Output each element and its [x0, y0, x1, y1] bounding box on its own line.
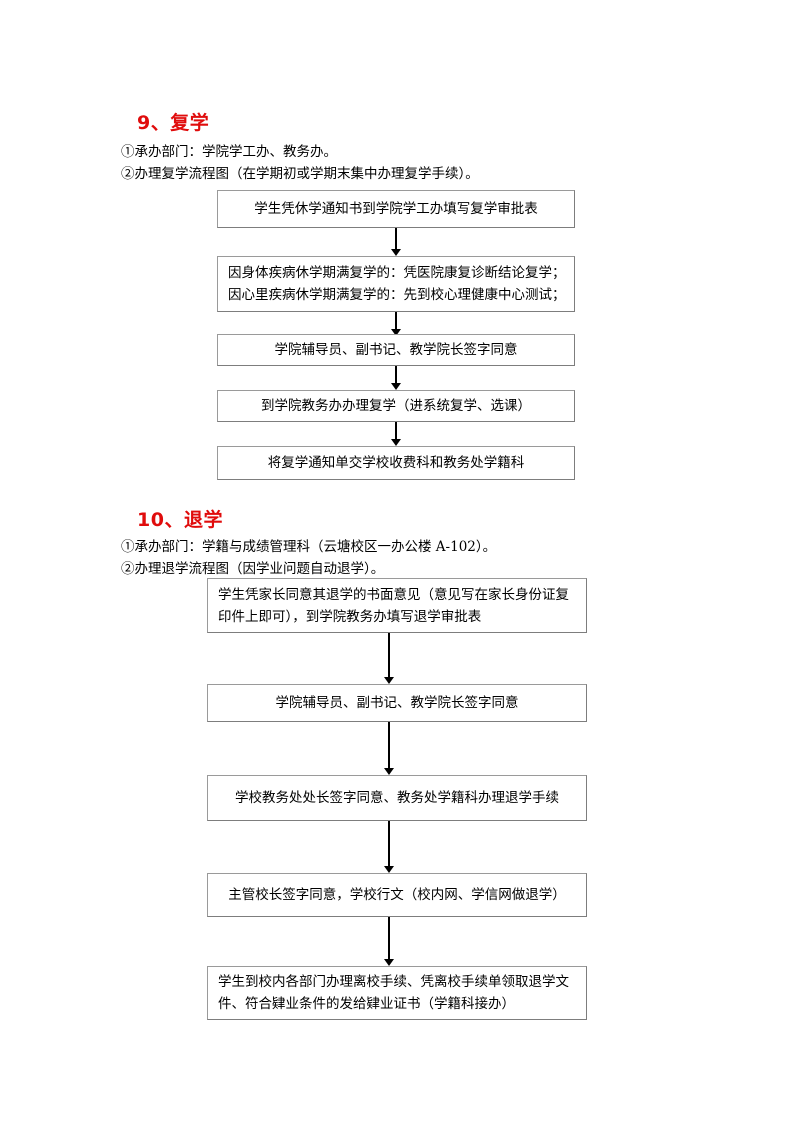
- flow-box-10-1: 学生凭家长同意其退学的书面意见（意见写在家长身份证复 印件上即可），到学院教务办…: [207, 578, 587, 633]
- connector-10-4-to-10-5: [382, 917, 396, 966]
- section-10-line-1: ①承办部门：学籍与成绩管理科（云塘校区一办公楼 A-102）。: [121, 539, 497, 555]
- connector-9-2-to-9-3: [389, 312, 403, 336]
- flow-box-10-5: 学生到校内各部门办理离校手续、凭离校手续单领取退学文 件、符合肄业条件的发给肄业…: [207, 966, 587, 1020]
- connector-10-3-to-10-4: [382, 821, 396, 873]
- connector-10-2-to-10-3: [382, 722, 396, 775]
- connector-9-3-to-9-4: [389, 366, 403, 390]
- flow-box-9-3: 学院辅导员、副书记、教学院长签字同意: [217, 334, 575, 366]
- flow-box-9-2-line-1: 因身体疾病休学期满复学的：凭医院康复诊断结论复学；: [228, 265, 566, 281]
- section-9-line-1: ①承办部门：学院学工办、教务办。: [121, 144, 337, 160]
- flow-box-9-3-line-1: 学院辅导员、副书记、教学院长签字同意: [274, 342, 518, 358]
- connector-10-1-to-10-2: [382, 633, 396, 684]
- flow-box-9-4-line-1: 到学院教务办办理复学（进系统复学、选课）: [261, 398, 531, 414]
- connector-9-4-to-9-5: [389, 422, 403, 446]
- flow-box-10-5-line-1: 学生到校内各部门办理离校手续、凭离校手续单领取退学文: [218, 974, 569, 990]
- flow-box-10-5-line-2: 件、符合肄业条件的发给肄业证书（学籍科接办）: [218, 996, 515, 1012]
- flow-box-9-5-line-1: 将复学通知单交学校收费科和教务处学籍科: [267, 455, 525, 471]
- flow-box-10-3-line-1: 学校教务处处长签字同意、教务处学籍科办理退学手续: [235, 790, 559, 806]
- flow-box-9-2-line-2: 因心里疾病休学期满复学的：先到校心理健康中心测试；: [228, 287, 566, 303]
- flow-box-9-5: 将复学通知单交学校收费科和教务处学籍科: [217, 446, 575, 480]
- connector-9-1-to-9-2: [389, 228, 403, 256]
- section-9-line-2: ②办理复学流程图（在学期初或学期末集中办理复学手续）。: [121, 166, 479, 182]
- flow-box-10-3: 学校教务处处长签字同意、教务处学籍科办理退学手续: [207, 775, 587, 821]
- flow-box-9-4: 到学院教务办办理复学（进系统复学、选课）: [217, 390, 575, 422]
- flow-box-10-2-line-1: 学院辅导员、副书记、教学院长签字同意: [275, 695, 519, 711]
- flow-box-9-1-line-1: 学生凭休学通知书到学院学工办填写复学审批表: [254, 201, 538, 217]
- flow-box-10-1-line-2: 印件上即可），到学院教务办填写退学审批表: [218, 608, 482, 625]
- section-heading-fuxue: 9、复学: [137, 112, 210, 134]
- flow-box-10-4: 主管校长签字同意，学校行文（校内网、学信网做退学）: [207, 873, 587, 917]
- flow-box-9-1: 学生凭休学通知书到学院学工办填写复学审批表: [217, 190, 575, 228]
- flow-box-10-2: 学院辅导员、副书记、教学院长签字同意: [207, 684, 587, 722]
- flow-box-10-4-line-1: 主管校长签字同意，学校行文（校内网、学信网做退学）: [228, 887, 566, 903]
- flow-box-9-2: 因身体疾病休学期满复学的：凭医院康复诊断结论复学； 因心里疾病休学期满复学的：先…: [217, 256, 575, 312]
- section-heading-tuixue: 10、退学: [137, 509, 223, 531]
- section-10-line-2: ②办理退学流程图（因学业问题自动退学）。: [121, 561, 385, 577]
- flow-box-10-1-line-1: 学生凭家长同意其退学的书面意见（意见写在家长身份证复: [218, 586, 569, 603]
